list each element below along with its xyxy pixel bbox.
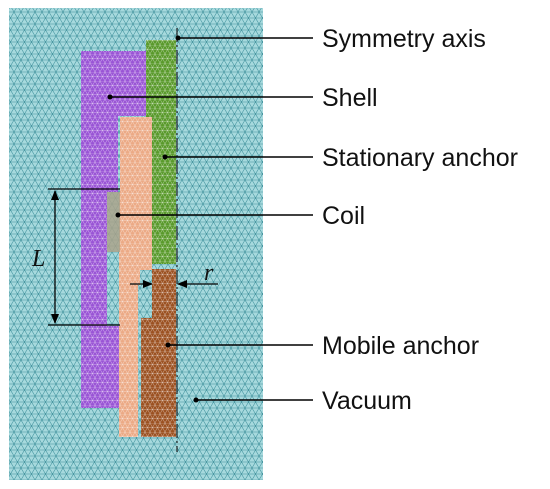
leader-lines: [110, 37, 313, 401]
coil-region: [107, 117, 152, 437]
dimension-l: L: [31, 188, 120, 326]
mobile-anchor-region: [141, 269, 176, 437]
label-mobile-anchor: Mobile anchor: [322, 332, 479, 360]
shell-region: [81, 51, 146, 408]
dimension-r: r: [130, 260, 218, 288]
label-coil: Coil: [322, 202, 365, 230]
label-vacuum: Vacuum: [322, 387, 412, 415]
leader-dots: [107, 35, 199, 403]
label-shell: Shell: [322, 84, 378, 112]
label-symmetry-axis: Symmetry axis: [322, 25, 486, 53]
label-stationary-anchor: Stationary anchor: [322, 144, 518, 172]
dimension-l-label: L: [31, 246, 45, 272]
dimension-r-label: r: [204, 260, 214, 286]
